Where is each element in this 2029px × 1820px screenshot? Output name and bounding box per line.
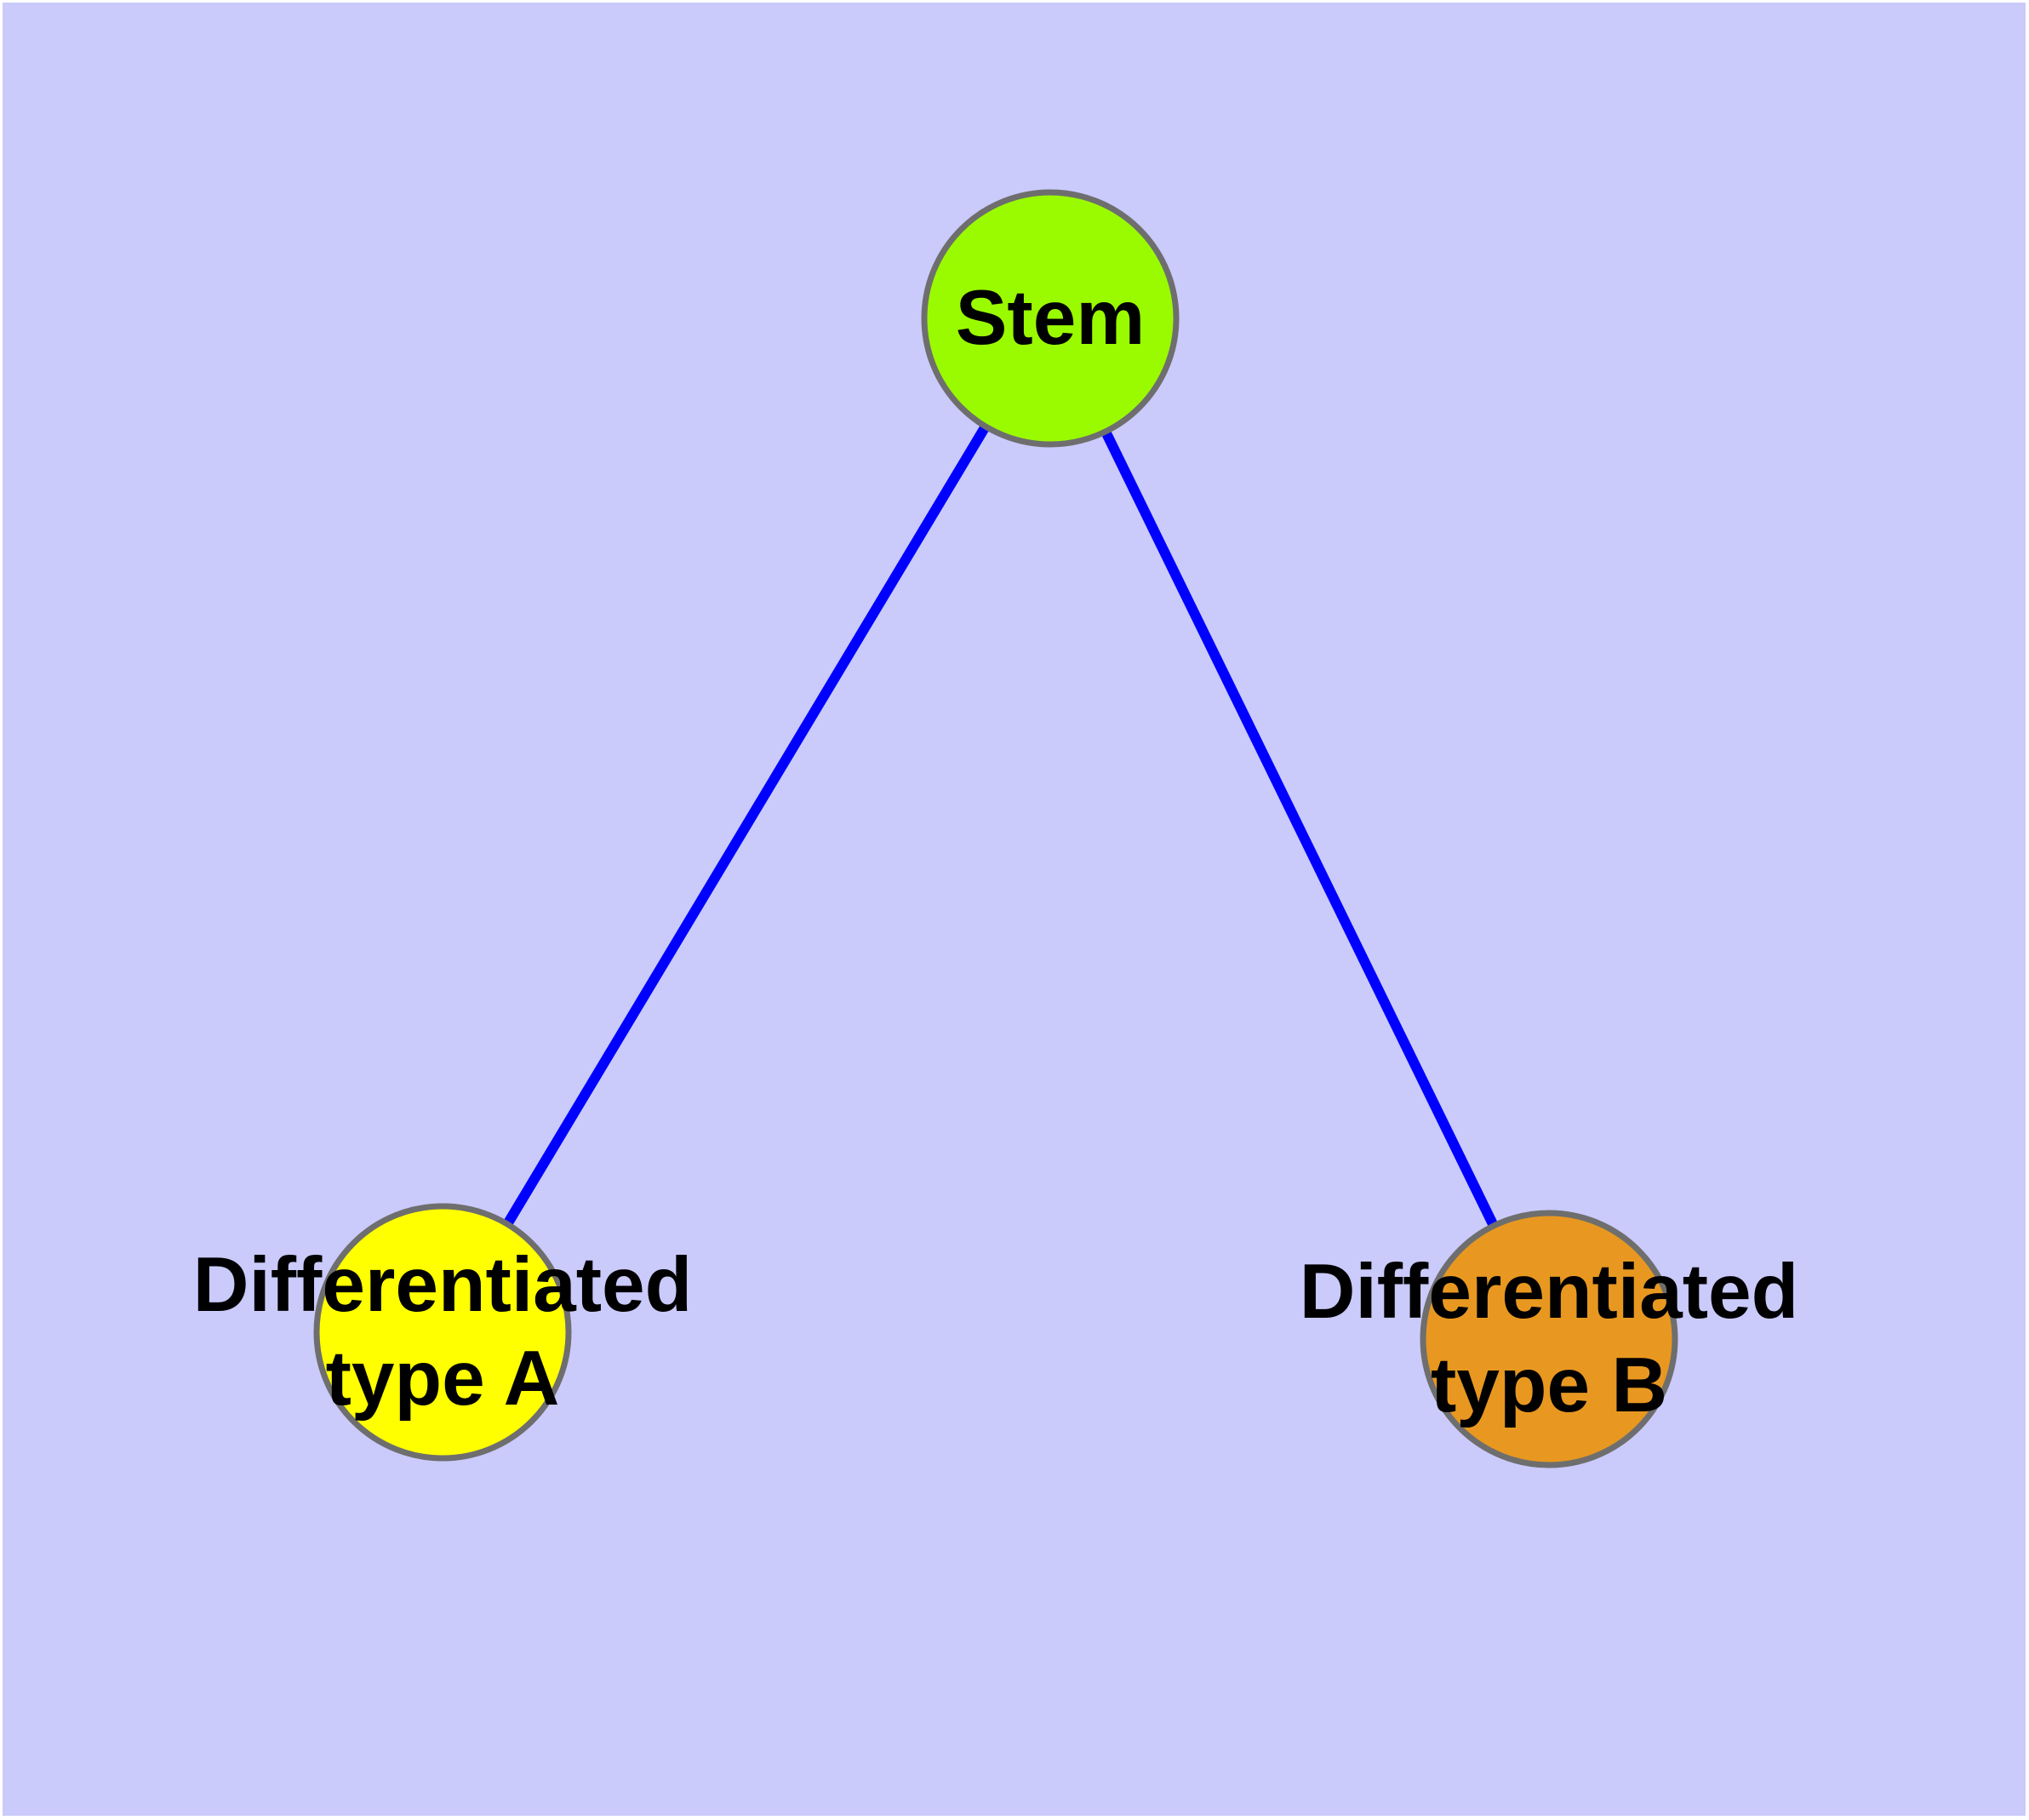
edge-stem-to-type-a <box>437 315 1055 1336</box>
node-type-a-label-line1: Differentiated <box>192 1242 693 1328</box>
node-type-b-label: Differentiated type B <box>1300 1245 1799 1433</box>
node-stem-circle <box>921 189 1180 448</box>
node-type-a-circle <box>313 1203 572 1462</box>
node-type-b-circle <box>1420 1210 1678 1468</box>
node-type-b-label-line1: Differentiated <box>1299 1249 1799 1335</box>
node-type-a-label-line2: type A <box>325 1336 560 1422</box>
edge-stem-to-type-b <box>1045 316 1554 1342</box>
node-type-b-label-line2: type B <box>1430 1342 1668 1428</box>
node-stem-label: Stem <box>956 272 1146 365</box>
node-stem-label-line: Stem <box>955 275 1146 361</box>
node-type-a-label: Differentiated type A <box>193 1239 693 1426</box>
